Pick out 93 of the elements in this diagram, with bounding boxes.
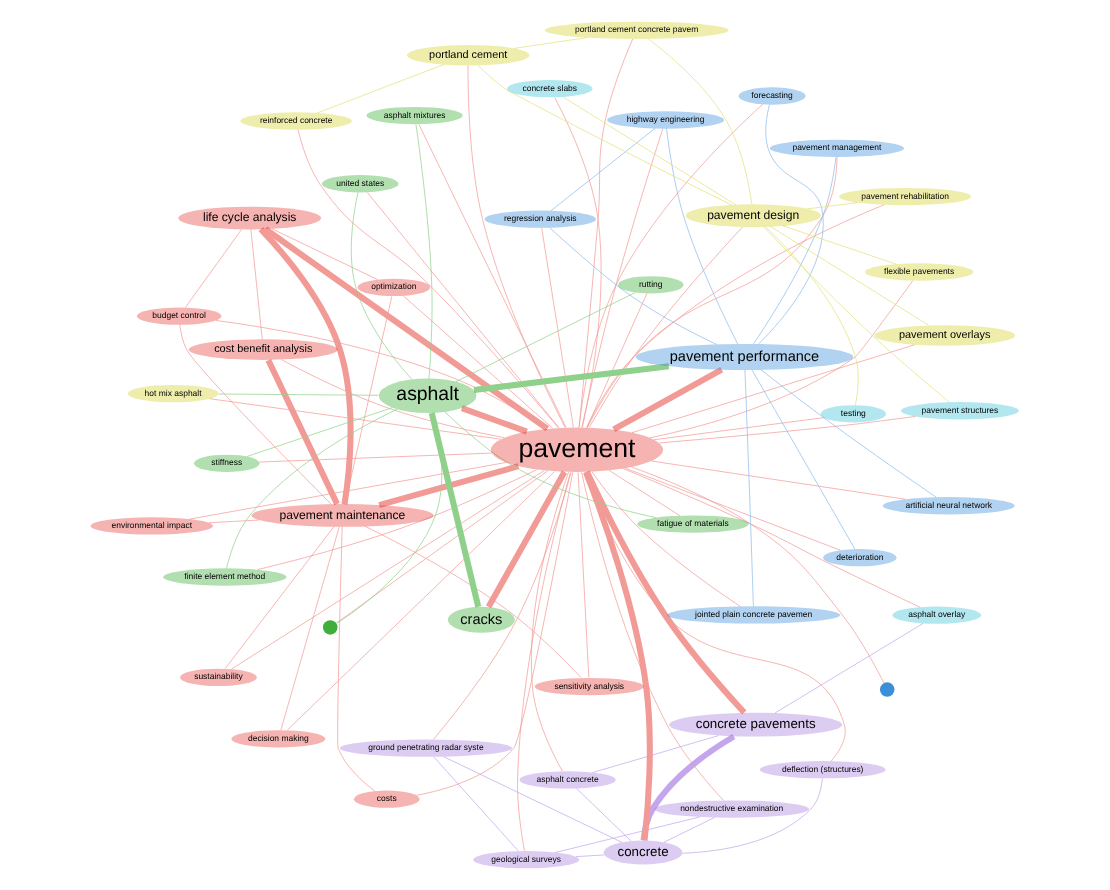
connector: [562, 96, 737, 206]
connector: [433, 756, 519, 852]
connector: [765, 226, 859, 406]
connector: [455, 292, 636, 383]
connector: [581, 471, 724, 801]
connector: [612, 366, 724, 433]
connector: [763, 226, 950, 403]
connector: [208, 519, 260, 524]
connector: [663, 817, 715, 843]
connector: [774, 623, 924, 714]
connector: [416, 471, 574, 796]
connector: [770, 226, 930, 326]
connector: [806, 202, 858, 210]
connector: [415, 124, 433, 379]
connector: [658, 416, 916, 444]
connector: [231, 470, 545, 670]
connector: [653, 417, 825, 441]
connector: [460, 405, 528, 435]
connector: [444, 411, 657, 518]
node-circle: [322, 620, 338, 635]
connector: [185, 228, 242, 308]
connector: [297, 129, 559, 428]
connector: [486, 470, 568, 609]
connector: [280, 526, 340, 731]
connector: [578, 104, 763, 428]
node-ellipse: pavement: [490, 427, 663, 472]
connector: [418, 124, 567, 428]
connector: [513, 37, 588, 49]
connector: [583, 471, 653, 841]
connector: [744, 369, 754, 607]
connector: [575, 854, 605, 857]
connector: [648, 38, 753, 205]
connector: [477, 65, 733, 206]
connector: [256, 469, 538, 571]
connector: [378, 463, 520, 509]
connector: [265, 358, 340, 506]
connector: [758, 104, 824, 345]
connector: [554, 97, 602, 428]
connector: [587, 156, 838, 428]
connector: [592, 735, 719, 773]
connector: [209, 398, 502, 440]
connector: [281, 359, 505, 439]
connector: [550, 128, 656, 212]
connector: [433, 472, 572, 740]
connector: [531, 471, 569, 772]
node-circle: [879, 682, 895, 697]
connector: [250, 228, 263, 340]
connector: [350, 192, 413, 380]
connector: [623, 468, 921, 608]
connector: [218, 393, 379, 396]
connector: [586, 293, 648, 428]
connector: [364, 526, 582, 679]
connector: [287, 471, 555, 731]
connector: [577, 472, 590, 678]
connector: [608, 470, 681, 517]
connector: [179, 324, 332, 505]
connector: [189, 462, 507, 520]
connector: [336, 470, 549, 624]
connector: [650, 460, 906, 500]
connector: [625, 467, 841, 551]
connector: [649, 280, 914, 439]
connector: [753, 156, 837, 345]
connector: [259, 452, 493, 463]
connector: [258, 227, 354, 505]
connector: [760, 369, 937, 498]
connector: [591, 471, 741, 607]
connector: [263, 226, 550, 432]
connector: [428, 412, 482, 608]
connector: [337, 526, 376, 792]
connector: [581, 128, 664, 428]
connector: [666, 128, 739, 345]
connector: [631, 466, 885, 684]
connector: [367, 192, 560, 428]
connector: [443, 756, 623, 843]
connector: [403, 295, 553, 429]
connector: [246, 407, 393, 457]
connector: [588, 226, 744, 428]
connector: [751, 369, 856, 550]
connector: [473, 363, 670, 394]
connector: [467, 65, 566, 428]
node-ellipse: asphalt: [378, 378, 477, 414]
connector: [640, 733, 736, 841]
connector: [682, 778, 823, 854]
connector: [576, 788, 632, 842]
connector: [224, 526, 335, 669]
connector: [316, 64, 444, 114]
connector: [549, 227, 717, 345]
connector: [782, 225, 897, 265]
connector: [541, 227, 574, 428]
connector: [517, 472, 571, 852]
connector: [226, 408, 398, 569]
connector: [271, 228, 378, 280]
connector: [555, 816, 700, 853]
